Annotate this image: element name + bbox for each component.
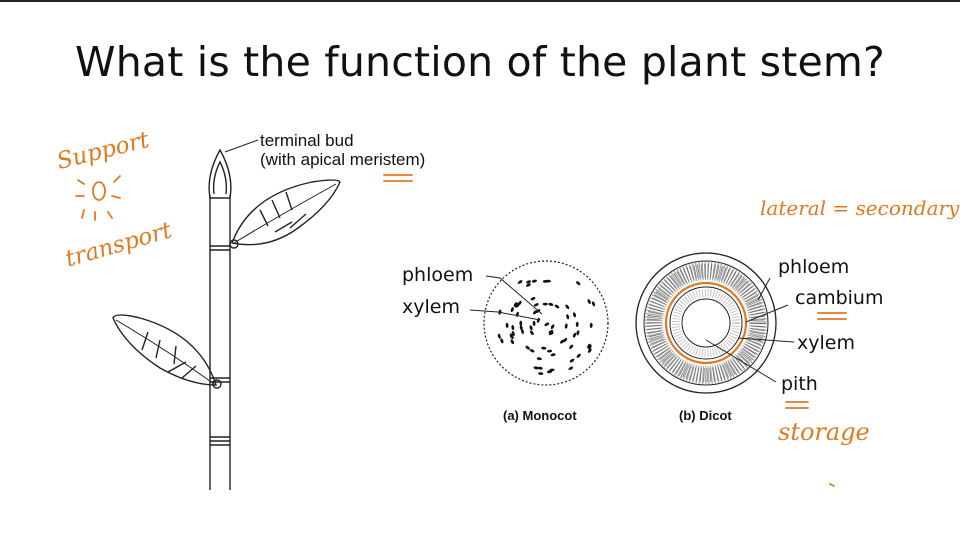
axillary-bud-lower [212, 379, 222, 389]
lower-leaf [112, 314, 217, 386]
vascular-bundle [536, 317, 540, 323]
vascular-bundle [550, 324, 555, 330]
dicot-xylem-label: xylem [797, 332, 855, 354]
terminal-bud-label: terminal bud (with apical meristem) [260, 131, 425, 169]
vascular-bundle [511, 330, 515, 337]
vascular-bundle [541, 346, 547, 350]
vascular-bundle [544, 322, 550, 327]
vascular-bundle [505, 322, 509, 328]
vascular-bundle [532, 320, 536, 326]
vascular-bundle [510, 307, 514, 313]
vascular-bundle [519, 325, 523, 331]
dicot-pith-label: pith [781, 373, 818, 395]
hand-marks [75, 174, 847, 487]
vascular-bundle [536, 357, 542, 361]
vascular-bundle [542, 302, 548, 306]
monocot-section [469, 260, 609, 386]
vascular-bundle [548, 302, 554, 306]
vascular-bundle [519, 320, 523, 326]
vascular-bundle [575, 321, 579, 327]
vascular-bundle [529, 325, 533, 331]
vascular-bundle [513, 302, 518, 307]
vascular-bundle [517, 300, 522, 306]
vascular-bundle [500, 338, 504, 344]
vascular-bundle [587, 348, 592, 353]
terminal-bud-shape [208, 148, 232, 199]
vascular-bundle [533, 366, 539, 370]
vascular-bundle [549, 368, 555, 372]
vascular-bundle [525, 283, 531, 287]
vascular-bundle [569, 358, 575, 363]
annotation-storage: storage [778, 418, 870, 446]
dicot-cambium-label: cambium [795, 287, 884, 309]
vascular-bundle [533, 310, 538, 315]
plant-drawing [112, 139, 341, 490]
vascular-bundle [576, 330, 580, 336]
vascular-bundle [511, 325, 515, 331]
vascular-bundle [538, 372, 544, 376]
dicot-caption: (b) Dicot [679, 408, 732, 423]
vascular-bundle [548, 330, 554, 334]
vascular-bundle [525, 345, 530, 350]
vascular-bundle [588, 344, 592, 350]
vascular-bundle [576, 353, 581, 358]
vascular-bundle [537, 366, 543, 370]
vascular-bundle [530, 296, 536, 301]
vascular-bundle [589, 322, 593, 328]
vascular-bundle [517, 280, 523, 284]
vascular-bundle [591, 301, 596, 307]
top-border [0, 0, 960, 2]
dicot-phloem-label: phloem [778, 256, 850, 278]
vascular-bundle [510, 339, 515, 345]
monocot-xylem-label: xylem [402, 296, 460, 318]
vascular-bundle [550, 353, 556, 357]
monocot-phloem-label: phloem [402, 264, 474, 286]
vascular-bundle [531, 279, 537, 283]
vascular-bundle [565, 304, 570, 310]
vascular-bundle [575, 281, 581, 286]
axillary-bud-upper [229, 239, 239, 249]
vascular-bundle [569, 344, 574, 349]
vascular-bundle [554, 304, 560, 309]
vascular-bundle [572, 312, 577, 318]
vascular-bundle [568, 366, 574, 371]
vascular-bundle [564, 323, 568, 329]
vascular-bundle [497, 333, 501, 339]
vascular-bundle [529, 349, 535, 353]
terminal-bud-label-line2: (with apical meristem) [260, 150, 426, 169]
vascular-bundle [566, 314, 570, 320]
vascular-bundle [560, 339, 565, 344]
dicot-section [635, 252, 795, 394]
vascular-bundle [546, 349, 553, 353]
annotation-lateral-secondary: lateral = secondary [760, 196, 960, 220]
vascular-bundle [530, 330, 534, 336]
vascular-bundle [526, 280, 531, 284]
terminal-bud-label-line1: terminal bud [260, 131, 354, 150]
vascular-bundle [533, 303, 539, 307]
upper-leaf [231, 179, 341, 246]
vascular-bundle [587, 299, 591, 305]
slide-title: What is the function of the plant stem? [74, 38, 886, 86]
vascular-bundle [542, 279, 548, 283]
monocot-caption: (a) Monocot [503, 408, 577, 423]
vascular-bundle [572, 332, 577, 338]
